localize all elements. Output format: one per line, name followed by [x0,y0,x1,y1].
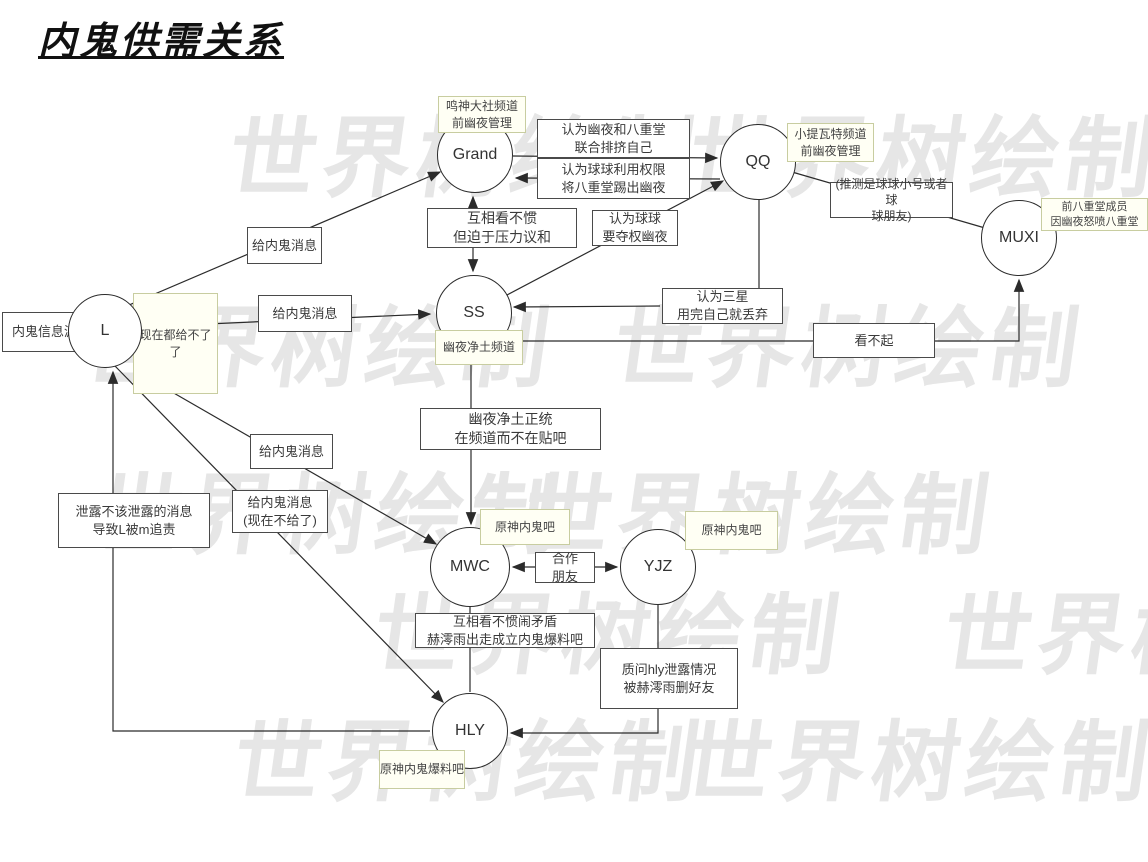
label-hly-to-l: 泄露不该泄露的消息 导致L被m追责 [58,493,210,548]
label-ss-to-qq: 认为球球 要夺权幽夜 [592,210,678,246]
label-grand-to-qq: 认为幽夜和八重堂 联合排挤自己 [537,119,690,158]
label-l-to-ss: 给内鬼消息 [258,295,352,332]
tag-grand: 鸣神大社频道 前幽夜管理 [438,96,526,133]
tag-ss: 幽夜净土频道 [435,330,523,365]
label-yjz-to-hly: 质问hly泄露情况 被赫澪雨删好友 [600,648,738,709]
label-qq-to-grand: 认为球球利用权限 将八重堂踢出幽夜 [537,158,690,199]
edge-yjz-hly [509,605,659,739]
tag-l-status: 现在都给不了了 [133,293,218,394]
label-l-to-mwc: 给内鬼消息 [250,434,333,469]
node-l: L [68,294,142,368]
edge-ss-muxi [523,278,1025,342]
label-qq-muxi-note: (推测是球球小号或者球 球朋友) [830,177,953,223]
label-l-to-hly: 给内鬼消息 (现在不给了) [232,490,328,533]
tag-muxi: 前八重堂成员 因幽夜怒喷八重堂 [1041,198,1148,231]
tag-qq: 小提瓦特频道 前幽夜管理 [787,123,874,162]
label-grand-ss: 互相看不惯 但迫于压力议和 [427,208,577,248]
label-mwc-hly: 互相看不惯闹矛盾 赫澪雨出走成立内鬼爆料吧 [415,613,595,648]
label-mwc-yjz: 合作 朋友 [535,551,595,584]
label-l-to-grand: 给内鬼消息 [247,227,322,264]
edge-l-hly [114,365,444,703]
page-title: 内鬼供需关系 [38,21,285,63]
edge-qq-ss [512,301,661,313]
tag-mwc: 原神内鬼吧 [480,509,570,545]
tag-yjz: 原神内鬼吧 [685,511,778,550]
label-ss-note: 幽夜净土正统 在频道而不在贴吧 [420,408,601,450]
node-hly: HLY [432,693,508,769]
tag-hly: 原神内鬼爆料吧 [379,750,465,789]
node-yjz: YJZ [620,529,696,605]
label-qq-to-ss: 认为三星 用完自己就丢弃 [662,288,783,324]
edge-hly-l [107,370,430,732]
label-ss-to-muxi: 看不起 [813,323,935,358]
node-qq: QQ [720,124,796,200]
